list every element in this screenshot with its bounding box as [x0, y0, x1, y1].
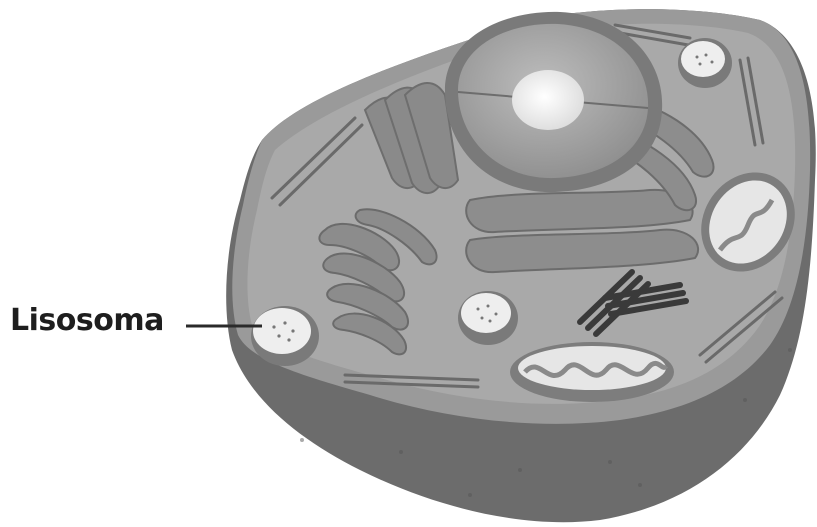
nucleolus — [512, 70, 584, 130]
lysosome-organelle — [251, 306, 319, 366]
vesicle-middle — [458, 291, 518, 345]
vesicle-top — [678, 38, 732, 88]
mitochondrion-bottom — [510, 342, 674, 402]
nucleus — [445, 12, 662, 192]
